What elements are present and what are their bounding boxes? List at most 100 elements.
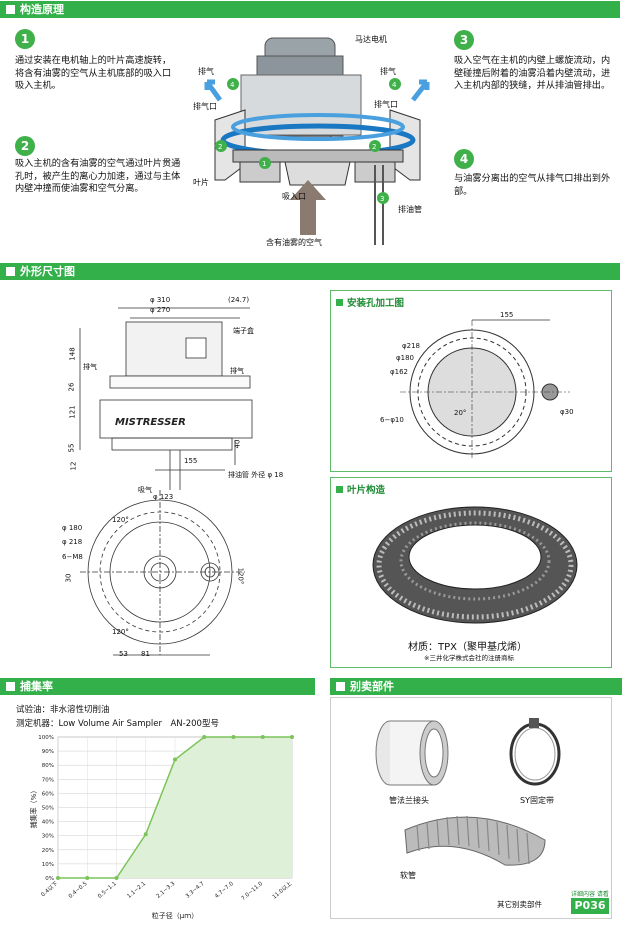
- svg-text:3: 3: [380, 195, 384, 203]
- label-drain-od: 排油管 外径 φ 18: [228, 471, 284, 479]
- step-2-text: 吸入主机的含有油雾的空气通过叶片贯通孔时，被产生的离心力加速，通过与主体内壁冲撞…: [15, 158, 181, 194]
- step-4-badge: 4: [454, 149, 474, 169]
- blade-note: ※三井化学株式会社的注册商标: [424, 654, 514, 662]
- step-3-text: 吸入空气在主机的内壁上螺旋流动，内壁碰撞后附着的油雾沿着内壁流动，进入主机内部的…: [454, 55, 611, 91]
- dim-d180: φ 180: [62, 524, 83, 532]
- chart-area-fill: [58, 737, 292, 878]
- label-exhaust-left: 排气: [198, 67, 214, 76]
- dim-d123: φ 123: [153, 493, 174, 501]
- chart-xtick-label: 1.1~2.1: [126, 881, 147, 900]
- chart-xtick-label: 11.0以上: [270, 879, 293, 900]
- dim-d247: (24.7): [228, 296, 250, 304]
- chart-point: [143, 832, 148, 837]
- chart-point: [290, 735, 294, 739]
- chart-xtick-label: 0.4~0.5: [68, 881, 89, 900]
- step-1-badge: 1: [15, 29, 35, 49]
- chart-ytick-label: 70%: [42, 777, 54, 783]
- label-drain: 排油管: [398, 205, 422, 214]
- chart-ytick-label: 50%: [42, 806, 54, 812]
- chart-xaxis-label: 粒子径（μｍ）: [152, 911, 198, 920]
- svg-text:1: 1: [262, 160, 266, 168]
- dim-w81: 81: [141, 650, 150, 658]
- dimension-drawing: MISTRESSER: [79, 307, 253, 656]
- page-link-button[interactable]: P036: [571, 898, 609, 914]
- section-header-parts: 别卖部件: [330, 678, 622, 695]
- chart-xtick-label: 4.7~7.0: [214, 881, 235, 900]
- chart-ytick-label: 20%: [42, 848, 54, 854]
- svg-text:2: 2: [372, 143, 376, 151]
- section-header-dimensions: 外形尺寸图: [0, 263, 620, 280]
- svg-text:2: 2: [218, 143, 222, 151]
- dim-h30: 30: [64, 573, 73, 583]
- mount-title: 安装孔加工图: [336, 295, 404, 309]
- mount-d30: φ30: [560, 408, 574, 416]
- chart-xtick-label: 3.3~4.7: [185, 881, 206, 900]
- label-exhaust-right: 排气: [380, 67, 396, 76]
- efficiency-line1: 试验油：非水溶性切削油: [16, 705, 110, 715]
- blade-panel: [330, 477, 612, 668]
- blade-material: 材质：TPX（聚甲基戊烯）: [408, 642, 527, 653]
- dim-d218: φ 218: [62, 538, 83, 546]
- mount-a20: 20°: [454, 409, 467, 417]
- chart-xtick-label: 0.4以下: [40, 880, 60, 898]
- chart-xtick-label: 0.5~1.1: [97, 881, 118, 900]
- dim-h148: 148: [68, 347, 77, 361]
- label-terminal: 端子盒: [233, 327, 254, 335]
- svg-text:4: 4: [230, 81, 235, 89]
- chart-ytick-label: 0%: [45, 876, 54, 882]
- chart-point: [173, 757, 177, 762]
- chart-xtick-label: 7.0~11.0: [241, 881, 265, 902]
- dim-d310: φ 310: [150, 296, 171, 304]
- dim-h40: 40: [233, 439, 242, 449]
- dim-a120b: 120°: [236, 567, 245, 585]
- chart-ytick-label: 40%: [42, 820, 54, 826]
- dim-h12: 12: [69, 461, 78, 471]
- step-4-text: 与油雾分离出的空气从排气口排出到外部。: [454, 173, 611, 197]
- label-port-right: 排气口: [374, 100, 398, 109]
- dim-m8: 6−M8: [62, 553, 83, 561]
- label-intake: 吸气: [138, 486, 152, 494]
- mount-d218: φ218: [402, 342, 420, 350]
- chart-ytick-label: 30%: [42, 834, 54, 840]
- mount-diagram: [400, 319, 570, 460]
- principle-diagram: 4 4 2 2 1 3: [204, 37, 430, 245]
- mount-d155: 155: [500, 311, 514, 319]
- step-3-badge: 3: [454, 30, 474, 50]
- chart-ytick-label: 60%: [42, 791, 54, 797]
- dim-w53: 53: [119, 650, 128, 658]
- svg-text:4: 4: [392, 81, 397, 89]
- chart-point: [231, 735, 236, 739]
- chart-point: [114, 876, 119, 880]
- chart-point: [85, 876, 90, 880]
- chart-ytick-label: 90%: [42, 749, 54, 755]
- chart-point: [202, 735, 207, 739]
- flange-image: [375, 720, 449, 786]
- part-hose-label: 软管: [400, 871, 416, 880]
- step-1-text: 通过安装在电机轴上的叶片高速旋转，将含有油雾的空气从主机底部的吸入口吸入主机。: [15, 55, 172, 91]
- page-note: 详细内容 请看: [571, 891, 609, 898]
- label-blade: 叶片: [193, 178, 209, 187]
- mount-d180: φ180: [396, 354, 414, 362]
- part-flange-label: 管法兰接头: [389, 796, 429, 805]
- chart-point: [56, 876, 60, 880]
- part-other-label: 其它别卖部件: [497, 900, 542, 909]
- section-header-efficiency: 捕集率: [0, 678, 315, 695]
- chart-point: [260, 735, 265, 739]
- step-2-badge: 2: [15, 136, 35, 156]
- label-exhaust-l: 排气: [83, 363, 97, 371]
- mount-d162: φ162: [390, 368, 408, 376]
- dim-h121: 121: [68, 405, 77, 419]
- chart-yaxis-label: 捕集率（%）: [29, 787, 38, 829]
- label-port-left: 排气口: [193, 102, 217, 111]
- label-motor: 马达电机: [355, 35, 387, 44]
- chart-ytick-label: 80%: [42, 763, 54, 769]
- label-intake: 吸入口: [282, 192, 306, 201]
- blade-title: 叶片构造: [336, 482, 385, 496]
- efficiency-line2: 测定机器：Low Volume Air Sampler AN-200型号: [16, 719, 219, 729]
- dim-d270: φ 270: [150, 306, 171, 314]
- parts-panel: [330, 697, 612, 919]
- mount-holes: 6−φ10: [380, 416, 404, 424]
- clamp-image: [509, 718, 561, 786]
- label-exhaust-r: 排气: [230, 367, 244, 375]
